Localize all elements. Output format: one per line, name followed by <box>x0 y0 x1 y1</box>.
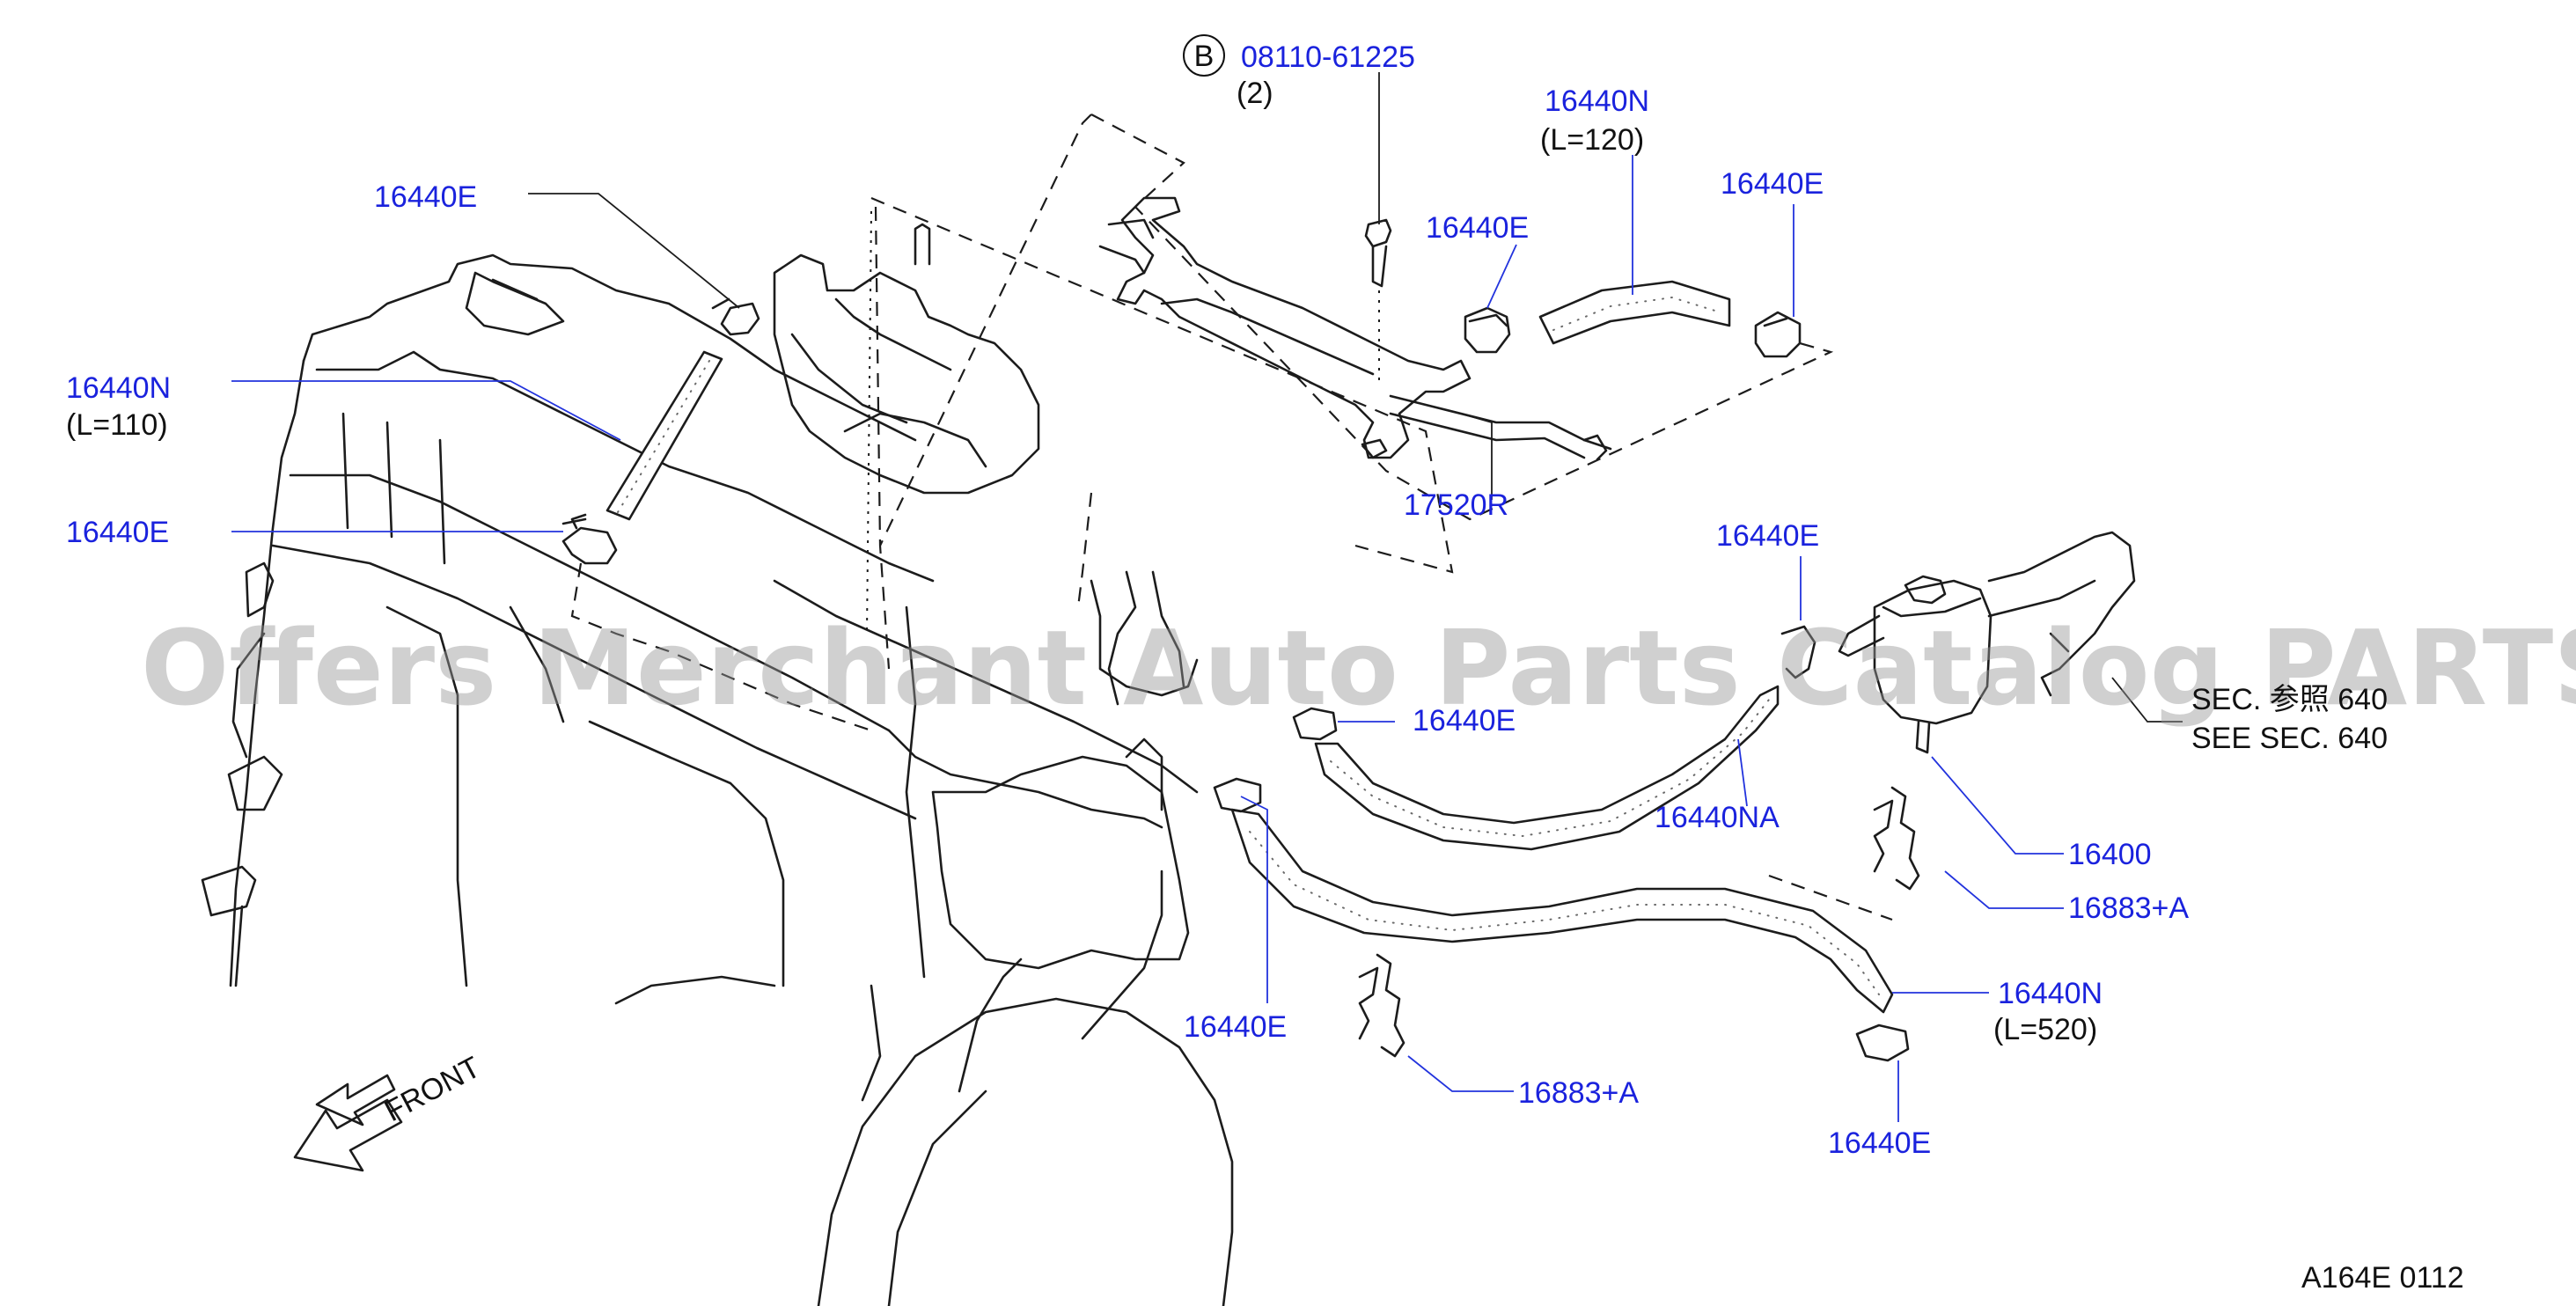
label-clip-right[interactable]: 16883+A <box>2068 891 2189 925</box>
label-hose-top-right-len: (L=120) <box>1540 123 1644 157</box>
label-bolt-qty: (2) <box>1237 77 1273 110</box>
label-clip-lower[interactable]: 16883+A <box>1518 1076 1639 1110</box>
label-figure-code: A164E 0112 <box>2301 1261 2464 1295</box>
clip-right-drawing <box>1768 786 1920 921</box>
label-hose-na[interactable]: 16440NA <box>1655 801 1780 834</box>
label-clamp-lower-left[interactable]: 16440E <box>1184 1010 1287 1044</box>
label-clamp-bottom[interactable]: 16440E <box>1828 1126 1931 1160</box>
leader-lines <box>231 72 2183 1122</box>
label-see-sec[interactable]: SEE SEC. 640 <box>2191 722 2388 755</box>
label-bolt-part[interactable]: 08110-61225 <box>1241 40 1415 74</box>
label-clamp-center[interactable]: 16440E <box>1413 704 1516 737</box>
engine-block-drawing <box>201 206 1234 1306</box>
label-hose-left-len: (L=110) <box>66 408 168 442</box>
part-labels: 08110-61225 (2) 16440N (L=120) 16440E 16… <box>66 40 2464 1295</box>
front-arrow-icon <box>293 1074 403 1172</box>
label-tube[interactable]: 17520R <box>1404 488 1508 522</box>
label-clamp-top-mid[interactable]: 16440E <box>1426 211 1529 245</box>
pipe-dashed-box <box>870 114 1834 574</box>
watermark-text: Offers Merchant Auto Parts Catalog PARTS… <box>141 607 2576 729</box>
label-see-sec-jp: SEC. 参照 640 <box>2191 683 2388 716</box>
hose-na-drawing <box>1292 625 1816 851</box>
hose-long-drawing <box>1213 777 1910 1062</box>
label-hose-left[interactable]: 16440N <box>66 371 171 405</box>
fuel-filter-drawing <box>1838 531 2136 754</box>
bolt-b-symbol: B <box>1183 34 1225 77</box>
bolt-symbol-letter: B <box>1194 40 1215 73</box>
hose-left-drawing <box>561 350 723 565</box>
label-hose-long-len: (L=520) <box>1993 1013 2097 1046</box>
label-hose-top-right[interactable]: 16440N <box>1545 84 1649 118</box>
hose-top-right-drawing <box>1464 280 1802 358</box>
label-clamp-top-left[interactable]: 16440E <box>374 180 477 214</box>
label-front: FRONT <box>379 1051 486 1129</box>
label-clamp-right-upper[interactable]: 16440E <box>1716 519 1819 553</box>
clamp-small-drawings <box>561 297 760 525</box>
pipe-assembly-drawing <box>1098 196 1612 461</box>
label-clamp-left[interactable]: 16440E <box>66 516 169 549</box>
label-filter[interactable]: 16400 <box>2068 838 2152 871</box>
label-clamp-top-right[interactable]: 16440E <box>1721 167 1824 201</box>
label-hose-long[interactable]: 16440N <box>1998 977 2103 1010</box>
clip-lower-drawing <box>1358 953 1405 1058</box>
